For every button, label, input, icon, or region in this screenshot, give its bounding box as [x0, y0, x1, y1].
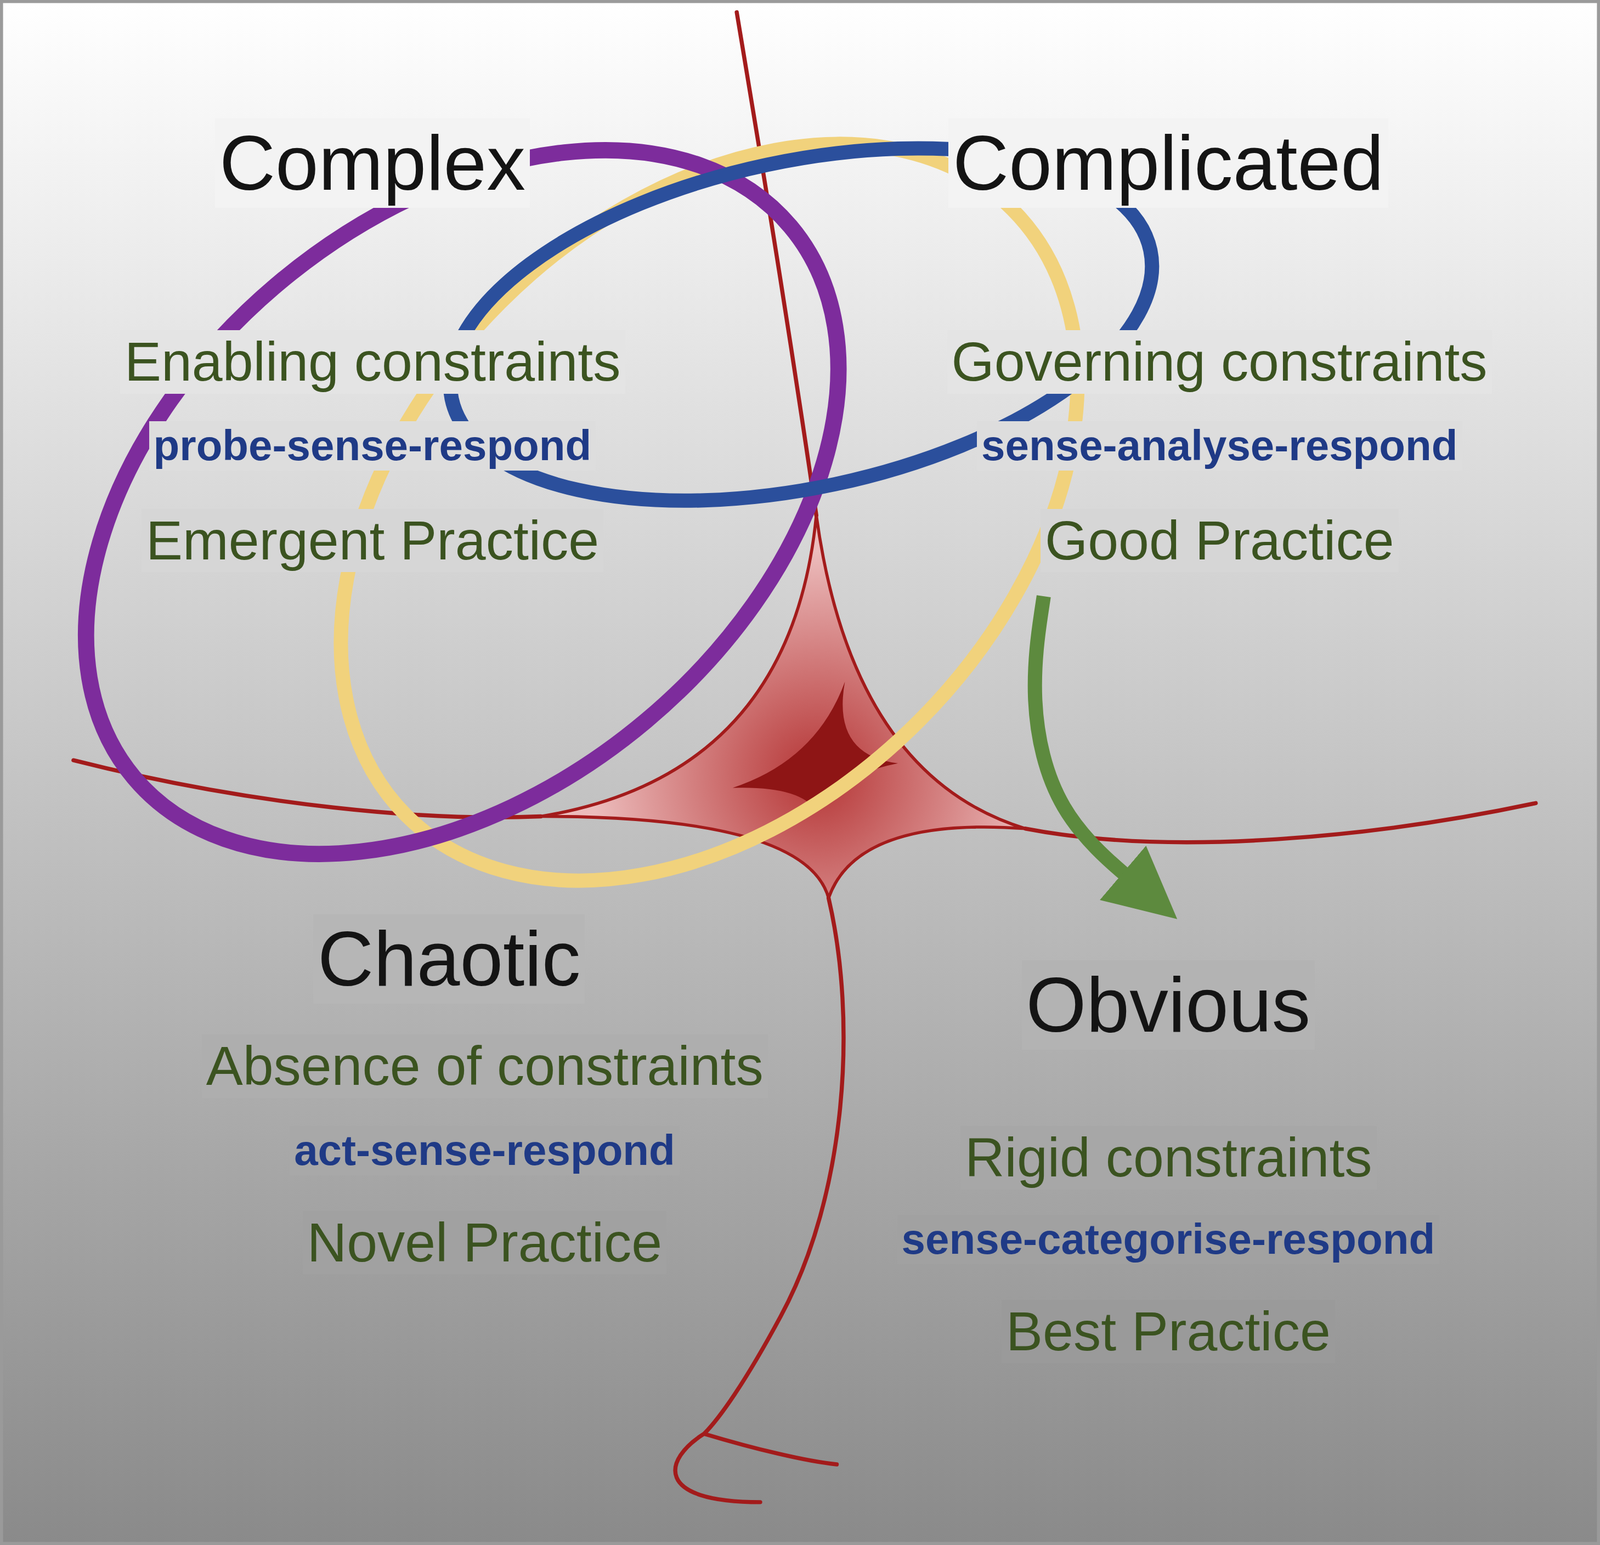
disorder-center	[732, 681, 898, 812]
constraint-type: Absence of constraints	[201, 1034, 768, 1099]
boundary-tail	[675, 897, 844, 1502]
transition-arrow	[1035, 596, 1140, 887]
constraint-type: Governing constraints	[947, 330, 1492, 394]
practice-type: Good Practice	[1040, 509, 1399, 573]
decision-model: sense-analyse-respond	[976, 421, 1462, 471]
practice-type: Novel Practice	[302, 1211, 667, 1275]
practice-type: Emergent Practice	[141, 509, 604, 573]
domain-name: Obvious	[1021, 960, 1316, 1050]
domain-region: ComplexEnabling constraints probe-sense-r…	[99, 98, 646, 593]
decision-model: sense-categorise-respond	[897, 1214, 1440, 1265]
constraint-type: Enabling constraints	[120, 330, 625, 394]
decision-model: act-sense-respond	[289, 1126, 680, 1176]
constraint-type: Rigid constraints	[960, 1126, 1377, 1190]
domain-name: Chaotic	[313, 914, 585, 1004]
domain-region: ObviousRigid constraints sense-categorise…	[876, 940, 1460, 1384]
domain-name: Complicated	[948, 118, 1389, 208]
domain-region: ComplicatedGoverning constraints sense-an…	[926, 98, 1512, 593]
boundary-line	[1025, 803, 1536, 842]
domain-name: Complex	[215, 118, 530, 208]
practice-type: Best Practice	[1001, 1299, 1336, 1364]
domain-region: ChaoticAbsence of constraints act-sense-r…	[181, 894, 788, 1296]
decision-model: probe-sense-respond	[149, 421, 597, 471]
boundary-line	[736, 12, 817, 516]
